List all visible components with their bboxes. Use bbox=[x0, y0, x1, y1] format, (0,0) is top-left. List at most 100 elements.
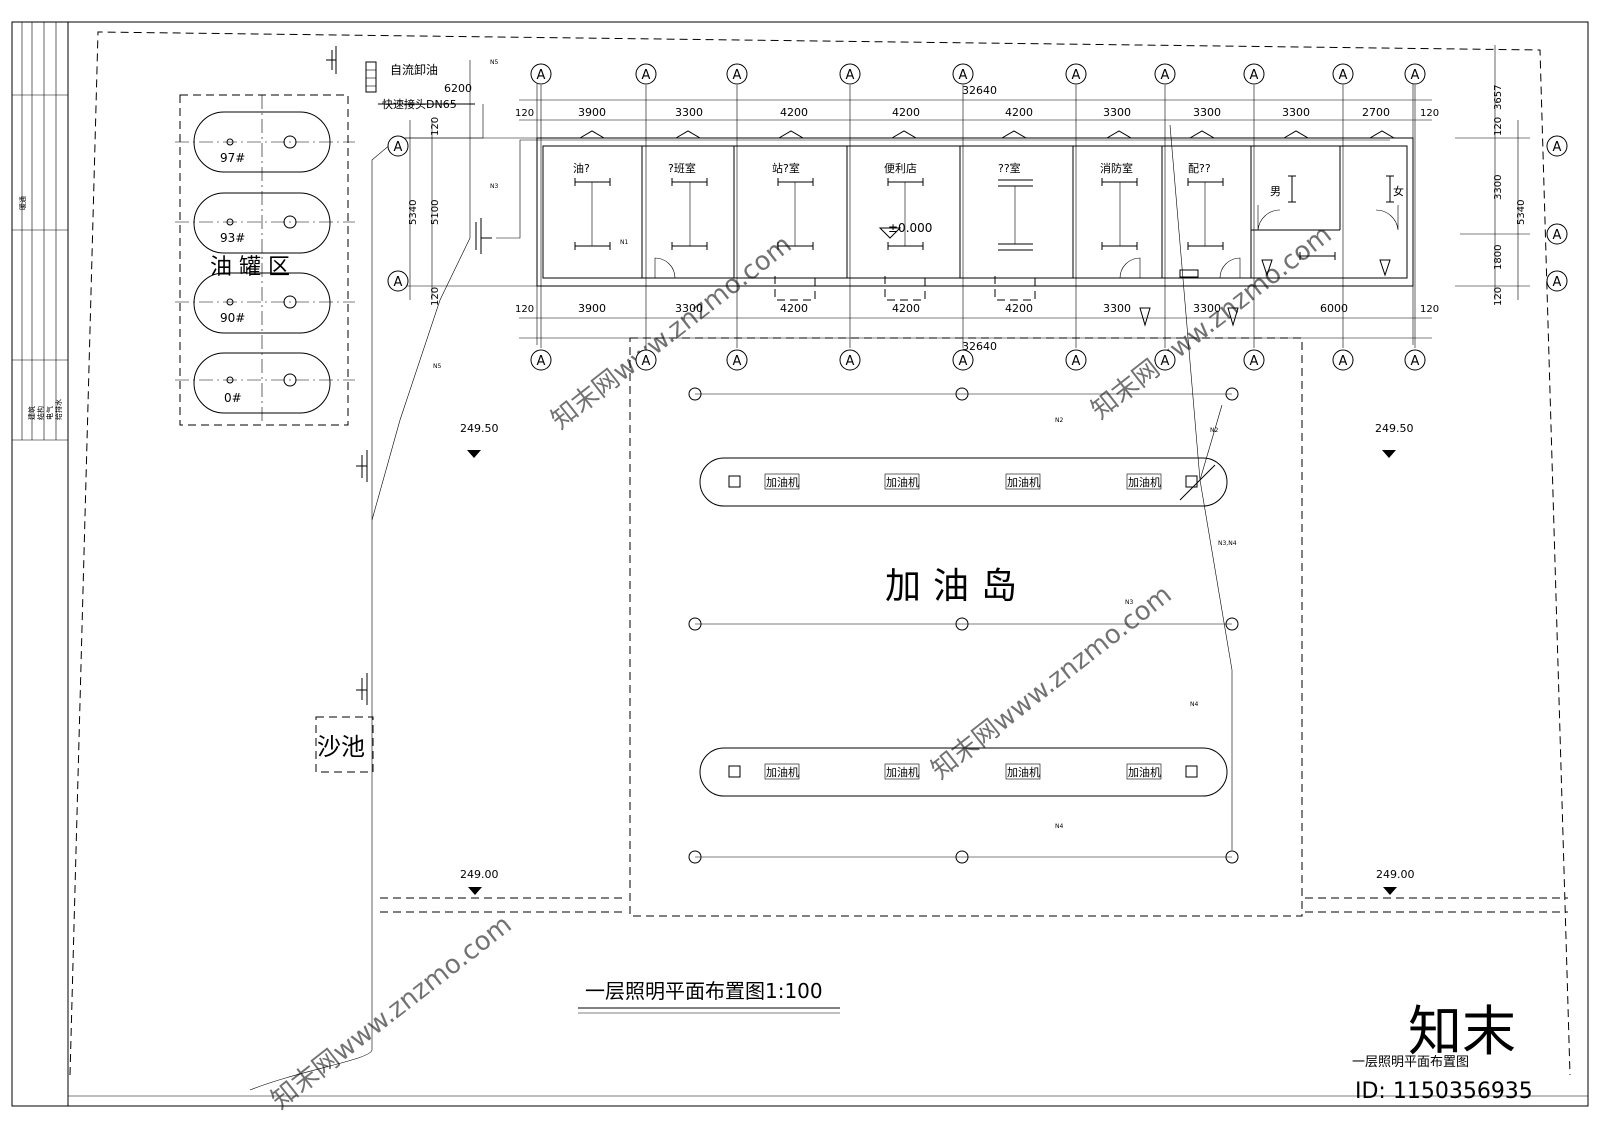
dim-span: 2700 bbox=[1362, 106, 1390, 119]
dim-span: 4200 bbox=[1005, 302, 1033, 315]
grid-bubble bbox=[530, 63, 552, 85]
dim-span: 5100 bbox=[430, 200, 441, 225]
lamp-poles bbox=[356, 218, 492, 705]
room-label: 配?? bbox=[1188, 162, 1211, 175]
dim-span: 3900 bbox=[578, 106, 606, 119]
fuel-tank bbox=[193, 111, 331, 173]
watermark-logo: 知末 bbox=[1408, 1000, 1516, 1063]
grid-bubble-label: A bbox=[846, 354, 855, 369]
dispenser-label: 加油机 bbox=[1128, 765, 1161, 779]
grid-bubble-label: A bbox=[537, 68, 546, 83]
dispenser-label: 加油机 bbox=[766, 475, 799, 489]
elevation-value: 249.50 bbox=[460, 422, 499, 435]
grid-bubble-label: A bbox=[1411, 354, 1420, 369]
dim-edge: 120 bbox=[515, 108, 534, 119]
tank-area bbox=[175, 94, 355, 426]
grid-bubble-label: A bbox=[733, 354, 742, 369]
elevation-value: 249.00 bbox=[1376, 868, 1415, 881]
dim-span: 3300 bbox=[675, 106, 703, 119]
circuit-tag: N4 bbox=[1190, 701, 1198, 708]
watermark-site: 知末网www.znzmo.com bbox=[926, 580, 1178, 786]
grid-bubble bbox=[1332, 63, 1354, 85]
circuit-tag: N5 bbox=[490, 59, 498, 66]
circuit-tag: N4 bbox=[1055, 823, 1063, 830]
grid-bubble bbox=[1065, 349, 1087, 371]
dim-span: 4200 bbox=[892, 106, 920, 119]
grid-bubble bbox=[635, 63, 657, 85]
grid-bubble-label: A bbox=[959, 68, 968, 83]
elevation-value: 249.50 bbox=[1375, 422, 1414, 435]
drawing-subtitle: 一层照明平面布置图 bbox=[1352, 1055, 1469, 1070]
dim-span: 3657 bbox=[1493, 85, 1504, 110]
grid-bubble bbox=[952, 349, 974, 371]
quick-joint-note: 快速接头DN65 bbox=[382, 98, 457, 111]
grid-bubble-label: A bbox=[733, 68, 742, 83]
dispenser-label: 加油机 bbox=[1128, 475, 1161, 489]
fuel-island bbox=[699, 747, 1228, 797]
dim-span: 1800 bbox=[1493, 245, 1504, 270]
dim-edge: 120 bbox=[515, 304, 534, 315]
dim-span: 4200 bbox=[892, 302, 920, 315]
tank-label-0: 0# bbox=[224, 391, 242, 405]
grid-bubble bbox=[1404, 63, 1426, 85]
grid-bubble bbox=[387, 270, 409, 292]
tank-label-90: 90# bbox=[220, 311, 245, 325]
watermark-site: 知末网www.znzmo.com bbox=[1086, 220, 1338, 426]
room-label: ?班室 bbox=[668, 161, 696, 175]
circuit-tag: N3 bbox=[490, 183, 498, 190]
dim-total-bottom: 32640 bbox=[962, 340, 997, 353]
grid-bubble-label: A bbox=[846, 68, 855, 83]
tank-label-97: 97# bbox=[220, 151, 245, 165]
sheet-frame bbox=[11, 21, 1589, 1107]
dispenser-label: 加油机 bbox=[1007, 475, 1040, 489]
grid-bubble bbox=[1546, 135, 1568, 157]
grid-bubble bbox=[839, 63, 861, 85]
dim-span: 120 bbox=[1493, 117, 1504, 136]
site-boundary bbox=[69, 31, 1571, 1076]
dim-top-spans: 3900 3300 4200 4200 4200 3300 3300 3300 … bbox=[578, 106, 1390, 119]
fuel-tank bbox=[193, 272, 331, 334]
grid-bubble-label: A bbox=[1250, 354, 1259, 369]
building-outline bbox=[536, 130, 1414, 327]
circuit-tag: N3,N4 bbox=[1218, 540, 1237, 547]
fuel-tank bbox=[193, 352, 331, 414]
grid-bubble bbox=[839, 349, 861, 371]
dim-span: 4200 bbox=[1005, 106, 1033, 119]
dim-span: 3900 bbox=[578, 302, 606, 315]
grid-bubble bbox=[1243, 349, 1265, 371]
dim-span: 6000 bbox=[1320, 302, 1348, 315]
grid-bubble bbox=[1332, 349, 1354, 371]
circuit-tag: N1 bbox=[620, 239, 628, 246]
circuit-tag: N2 bbox=[1210, 427, 1218, 434]
grid-bubble bbox=[1546, 223, 1568, 245]
title-block-label: 建筑 bbox=[27, 406, 36, 420]
dim-span: 3300 bbox=[1103, 302, 1131, 315]
grid-bubble bbox=[1154, 63, 1176, 85]
grid-bubble-label: A bbox=[1072, 354, 1081, 369]
title-block-label: 给排水 bbox=[54, 399, 63, 420]
dim-span: 3300 bbox=[1103, 106, 1131, 119]
fuel-tank bbox=[193, 192, 331, 254]
room-label: 油? bbox=[573, 161, 590, 175]
grid-bubble-label: A bbox=[537, 354, 546, 369]
self-flow-note: 自流卸油 bbox=[390, 62, 438, 77]
grid-bubble-label: A bbox=[394, 275, 403, 290]
grid-bubble bbox=[952, 63, 974, 85]
dim-first-left: 6200 bbox=[444, 82, 472, 95]
circuit-tag: N5 bbox=[433, 363, 441, 370]
elevation-markers bbox=[467, 450, 1397, 895]
grid-bubble-label: A bbox=[1161, 68, 1170, 83]
dim-span: 120 bbox=[430, 117, 441, 136]
grid-bubble-label: A bbox=[1553, 275, 1562, 290]
title-block-label: 暖通 bbox=[18, 196, 27, 210]
dispenser-label: 加油机 bbox=[886, 765, 919, 779]
grid-bubble bbox=[635, 349, 657, 371]
grid-bubble-label: A bbox=[1411, 68, 1420, 83]
dispenser-label: 加油机 bbox=[1007, 765, 1040, 779]
grid-bubble-label: A bbox=[1553, 140, 1562, 155]
grid-bubble-label: A bbox=[394, 140, 403, 155]
circuit-tag: N3 bbox=[1125, 599, 1133, 606]
dim-vertical: 5340 5100 120 120 3657 120 3300 1800 120… bbox=[408, 85, 1527, 306]
dim-span: 120 bbox=[430, 287, 441, 306]
